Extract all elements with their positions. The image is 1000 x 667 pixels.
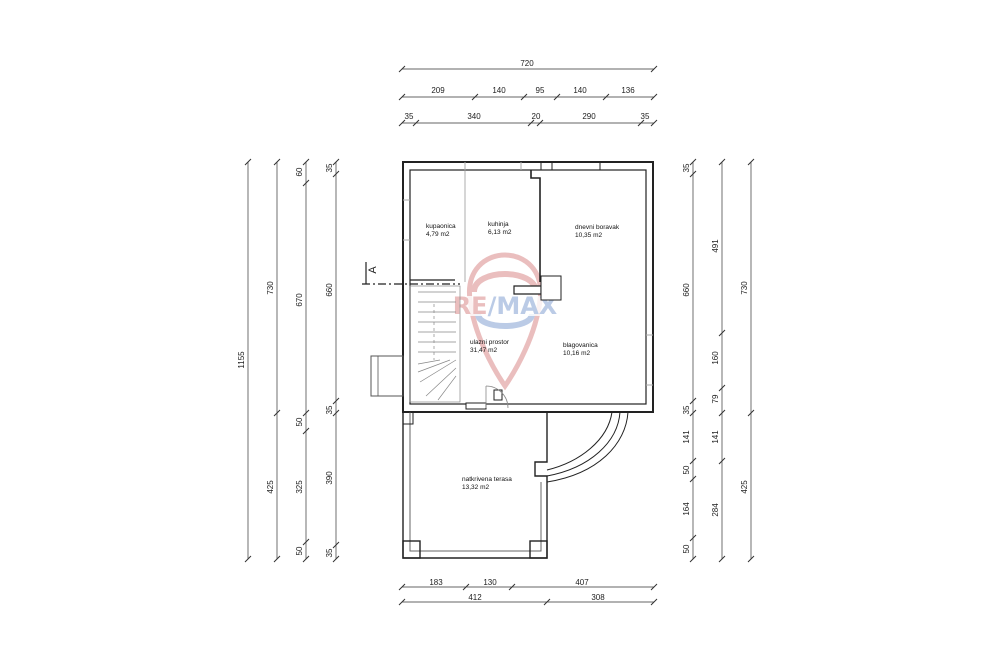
room-kupaonica: kupaonica 4,79 m2 xyxy=(426,223,456,238)
dim-label: 20 xyxy=(532,112,541,121)
room-area: 10,35 m2 xyxy=(575,232,602,239)
room-labels: kupaonica 4,79 m2 kuhinja 6,13 m2 dnevni… xyxy=(426,221,620,491)
dim-label: 35 xyxy=(325,163,334,172)
dim-label: 35 xyxy=(325,405,334,414)
dim-label: 325 xyxy=(295,480,304,494)
room-name: kuhinja xyxy=(488,221,509,228)
dim-label: 660 xyxy=(325,283,334,297)
room-name: blagovanica xyxy=(563,342,598,349)
dim-label: 50 xyxy=(295,417,304,426)
dim-label: 79 xyxy=(711,394,720,403)
room-name: dnevni boravak xyxy=(575,224,620,231)
dim-label: 284 xyxy=(711,503,720,517)
dimension-ticks xyxy=(244,65,755,606)
room-kuhinja: kuhinja 6,13 m2 xyxy=(488,221,512,236)
dim-label: 160 xyxy=(711,351,720,365)
dim-label: 35 xyxy=(682,163,691,172)
dim-label: 130 xyxy=(483,578,497,587)
dims-top: 720 209 140 95 140 136 35 340 20 290 35 xyxy=(405,59,650,121)
dim-label: 340 xyxy=(467,112,481,121)
dim-label: 141 xyxy=(682,430,691,444)
dim-label: 209 xyxy=(431,86,445,95)
dim-label: 95 xyxy=(536,86,545,95)
dims-right: 35 660 35 141 50 164 50 491 160 79 141 2… xyxy=(682,163,749,553)
staircase xyxy=(409,285,461,403)
dims-left: 1155 730 425 60 670 50 325 50 35 660 35 … xyxy=(237,163,334,557)
room-area: 31,47 m2 xyxy=(470,347,497,354)
room-area: 6,13 m2 xyxy=(488,229,512,236)
walls xyxy=(370,161,654,559)
terrace-wall xyxy=(402,412,548,559)
room-dnevni-boravak: dnevni boravak 10,35 m2 xyxy=(575,224,620,239)
dim-label: 50 xyxy=(295,546,304,555)
dim-label: 141 xyxy=(711,430,720,444)
dim-label: 136 xyxy=(621,86,635,95)
dim-label: 35 xyxy=(325,548,334,557)
dim-label: 425 xyxy=(266,480,275,494)
room-blagovanica: blagovanica 10,16 m2 xyxy=(563,342,598,357)
dim-label: 50 xyxy=(682,465,691,474)
dim-label: 164 xyxy=(682,502,691,516)
dim-label: 290 xyxy=(582,112,596,121)
watermark-balloon-icon xyxy=(467,252,543,391)
dim-top-overall: 720 xyxy=(520,59,534,68)
dim-label: 491 xyxy=(711,239,720,253)
watermark-text: RE/MAX xyxy=(453,292,558,320)
door-swing xyxy=(485,385,509,409)
dim-label: 60 xyxy=(295,167,304,176)
room-name: ulazni prostor xyxy=(470,339,510,346)
room-ulazni-prostor: ulazni prostor 31,47 m2 xyxy=(470,339,510,354)
watermark: RE/MAX xyxy=(453,252,558,391)
dim-label: 670 xyxy=(295,293,304,307)
dim-label: 425 xyxy=(740,480,749,494)
room-name: natkrivena terasa xyxy=(462,476,512,483)
dim-label: 35 xyxy=(641,112,650,121)
dim-label: 50 xyxy=(682,544,691,553)
dimension-lines xyxy=(247,68,752,603)
dim-label: 140 xyxy=(573,86,587,95)
dim-label: 183 xyxy=(429,578,443,587)
dim-label: 308 xyxy=(591,593,605,602)
house-outer-wall xyxy=(402,161,654,413)
dim-label: 390 xyxy=(325,471,334,485)
dim-label: 730 xyxy=(740,281,749,295)
dim-label: 412 xyxy=(468,593,482,602)
room-area: 13,32 m2 xyxy=(462,484,489,491)
dim-label: 730 xyxy=(266,281,275,295)
dim-label: 407 xyxy=(575,578,589,587)
room-name: kupaonica xyxy=(426,223,456,230)
room-natkrivena-terasa: natkrivena terasa 13,32 m2 xyxy=(462,476,512,491)
dims-bottom: 183 130 407 412 308 xyxy=(429,578,605,602)
room-area: 4,79 m2 xyxy=(426,231,450,238)
dim-left-overall: 1155 xyxy=(237,351,246,369)
section-marker-label: A xyxy=(367,266,379,274)
section-marker: A xyxy=(362,262,460,285)
dim-label: 35 xyxy=(682,405,691,414)
dim-label: 35 xyxy=(405,112,414,121)
dim-label: 140 xyxy=(492,86,506,95)
room-area: 10,16 m2 xyxy=(563,350,590,357)
dim-label: 660 xyxy=(682,283,691,297)
